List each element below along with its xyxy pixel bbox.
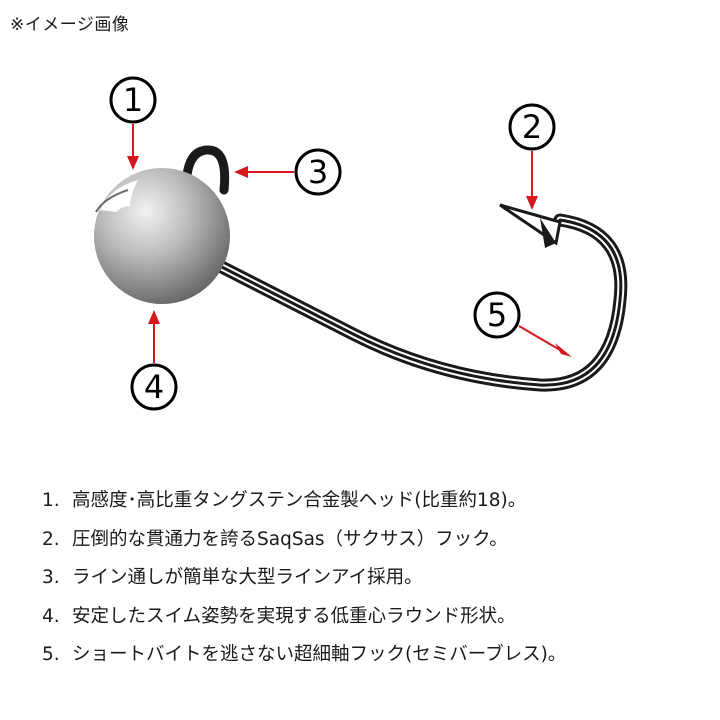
image-note: ※イメージ画像 [10,15,130,35]
feature-number: 2. [42,528,60,550]
callout-3: 3 [234,148,342,196]
line-eye [181,145,230,195]
callout-2: 2 [508,103,556,210]
feature-text: 高感度･高比重タングステン合金製ヘッド(比重約18)。 [72,490,527,511]
feature-number: 4. [42,605,60,627]
feature-text: 安定したスイム姿勢を実現する低重心ラウンド形状。 [72,605,516,627]
feature-item: 1. 高感度･高比重タングステン合金製ヘッド(比重約18)。 [42,482,566,521]
feature-item: 5. ショートバイトを逃さない超細軸フック(セミバーブレス)。 [42,636,566,675]
tungsten-head [94,168,230,304]
callout-3-label: 3 [308,153,328,191]
feature-text: ショートバイトを逃さない超細軸フック(セミバーブレス)。 [72,644,567,665]
feature-text: 圧倒的な貫通力を誇るSaqSas（サクサス）フック。 [72,528,508,550]
hook [205,203,628,392]
callout-4-label: 4 [144,368,164,406]
jighead-diagram: 1 2 3 4 5 [94,76,628,411]
feature-item: 3. ライン通しが簡単な大型ラインアイ採用。 [42,559,566,598]
callout-5: 5 [473,291,572,357]
callout-4: 4 [130,310,178,411]
callout-5-label: 5 [487,296,507,334]
callout-1-label: 1 [123,81,143,119]
feature-list: 1. 高感度･高比重タングステン合金製ヘッド(比重約18)。 2. 圧倒的な貫通力を… [42,482,566,675]
feature-item: 4. 安定したスイム姿勢を実現する低重心ラウンド形状。 [42,598,566,637]
hook-barb [540,218,556,248]
feature-item: 2. 圧倒的な貫通力を誇るSaqSas（サクサス）フック。 [42,521,566,560]
feature-number: 1. [42,490,60,511]
callout-1: 1 [109,76,157,170]
feature-number: 3. [42,567,60,588]
feature-text: ライン通しが簡単な大型ラインアイ採用。 [72,567,423,588]
feature-number: 5. [42,644,60,665]
callout-2-label: 2 [522,108,542,146]
